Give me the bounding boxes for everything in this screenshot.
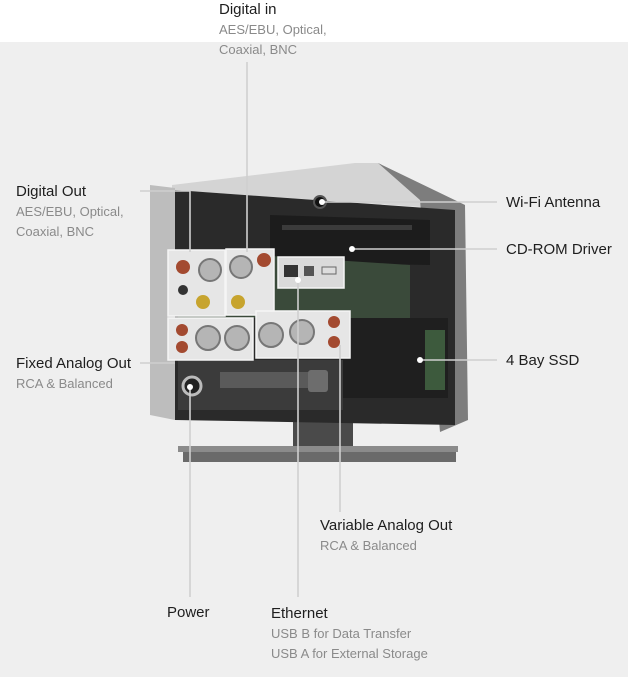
digital-in-line-1: AES/EBU, Optical, — [219, 20, 327, 40]
callout-digital-out: Digital Out AES/EBU, Optical, Coaxial, B… — [16, 182, 124, 242]
fixed-analog-out-title: Fixed Analog Out — [16, 354, 131, 374]
callout-ethernet: Ethernet USB B for Data Transfer USB A f… — [271, 604, 428, 664]
callout-digital-in: Digital in AES/EBU, Optical, Coaxial, BN… — [219, 0, 327, 60]
callout-fixed-analog-out: Fixed Analog Out RCA & Balanced — [16, 354, 131, 394]
device-stand — [178, 420, 458, 462]
fixed-analog-out-module — [168, 318, 253, 360]
variable-analog-out-module — [256, 311, 350, 358]
wifi-antenna-title: Wi-Fi Antenna — [506, 193, 600, 213]
bay-ssd-title: 4 Bay SSD — [506, 351, 579, 371]
ethernet-usb-module — [278, 257, 344, 288]
callout-cd-rom: CD-ROM Driver — [506, 240, 612, 260]
ethernet-line-2: USB A for External Storage — [271, 644, 428, 664]
cd-rom-title: CD-ROM Driver — [506, 240, 612, 260]
callout-4-bay-ssd: 4 Bay SSD — [506, 351, 579, 371]
digital-in-line-2: Coaxial, BNC — [219, 40, 327, 60]
digital-out-module — [168, 250, 225, 316]
callout-power: Power — [167, 603, 210, 623]
variable-analog-out-line-1: RCA & Balanced — [320, 536, 452, 556]
callout-wifi-antenna: Wi-Fi Antenna — [506, 193, 600, 213]
ethernet-line-1: USB B for Data Transfer — [271, 624, 428, 644]
callout-variable-analog-out: Variable Analog Out RCA & Balanced — [320, 516, 452, 556]
digital-in-title: Digital in — [219, 0, 327, 20]
fixed-analog-out-line-1: RCA & Balanced — [16, 374, 131, 394]
digital-in-module — [226, 249, 274, 315]
digital-out-line-1: AES/EBU, Optical, — [16, 202, 124, 222]
variable-analog-out-title: Variable Analog Out — [320, 516, 452, 536]
digital-out-line-2: Coaxial, BNC — [16, 222, 124, 242]
power-title: Power — [167, 603, 210, 623]
ethernet-title: Ethernet — [271, 604, 428, 624]
digital-out-title: Digital Out — [16, 182, 124, 202]
